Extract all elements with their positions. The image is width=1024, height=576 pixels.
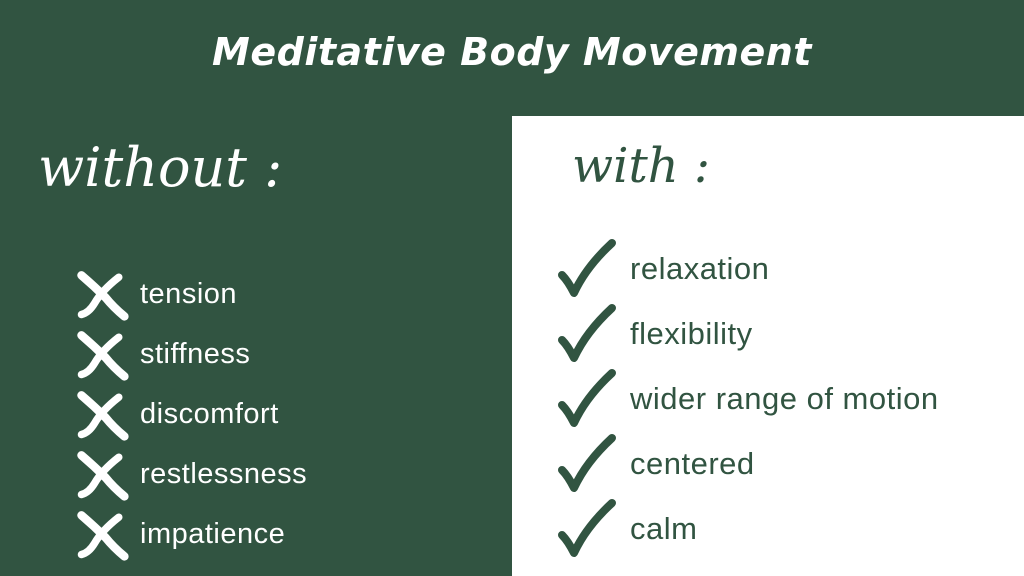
with-heading: with :: [572, 138, 711, 194]
without-item-label: restlessness: [140, 457, 308, 490]
cross-icon: [77, 331, 129, 381]
with-item-label: wider range of motion: [630, 380, 939, 416]
with-item: centered: [556, 431, 939, 496]
without-item: restlessness: [74, 444, 307, 504]
with-list: relaxation flexibility wider range of mo…: [556, 236, 939, 561]
without-list: tension stiffness discomfort restlessnes…: [74, 264, 307, 564]
checkmark-icon: [558, 498, 616, 557]
without-item-label: impatience: [140, 517, 286, 550]
cross-icon: [77, 271, 129, 321]
with-item-label: centered: [630, 445, 755, 481]
without-item: discomfort: [74, 384, 307, 444]
with-item: relaxation: [556, 236, 939, 301]
cross-icon: [77, 511, 129, 561]
with-item-label: calm: [630, 510, 698, 546]
with-item: flexibility: [556, 301, 939, 366]
page-title: Meditative Body Movement: [212, 30, 812, 74]
checkmark-icon: [558, 303, 616, 362]
without-item-label: discomfort: [140, 397, 279, 430]
without-item-label: tension: [140, 277, 238, 310]
with-item-label: relaxation: [630, 250, 770, 286]
without-item: tension: [74, 264, 307, 324]
cross-icon: [77, 391, 129, 441]
with-item-label: flexibility: [630, 315, 753, 351]
checkmark-icon: [558, 433, 616, 492]
with-panel: [512, 116, 1024, 576]
without-item: impatience: [74, 504, 307, 564]
with-item: calm: [556, 496, 939, 561]
without-item-label: stiffness: [140, 337, 251, 370]
checkmark-icon: [558, 238, 616, 297]
checkmark-icon: [558, 368, 616, 427]
without-heading: without :: [38, 136, 283, 199]
cross-icon: [77, 451, 129, 501]
with-item: wider range of motion: [556, 366, 939, 431]
without-item: stiffness: [74, 324, 307, 384]
